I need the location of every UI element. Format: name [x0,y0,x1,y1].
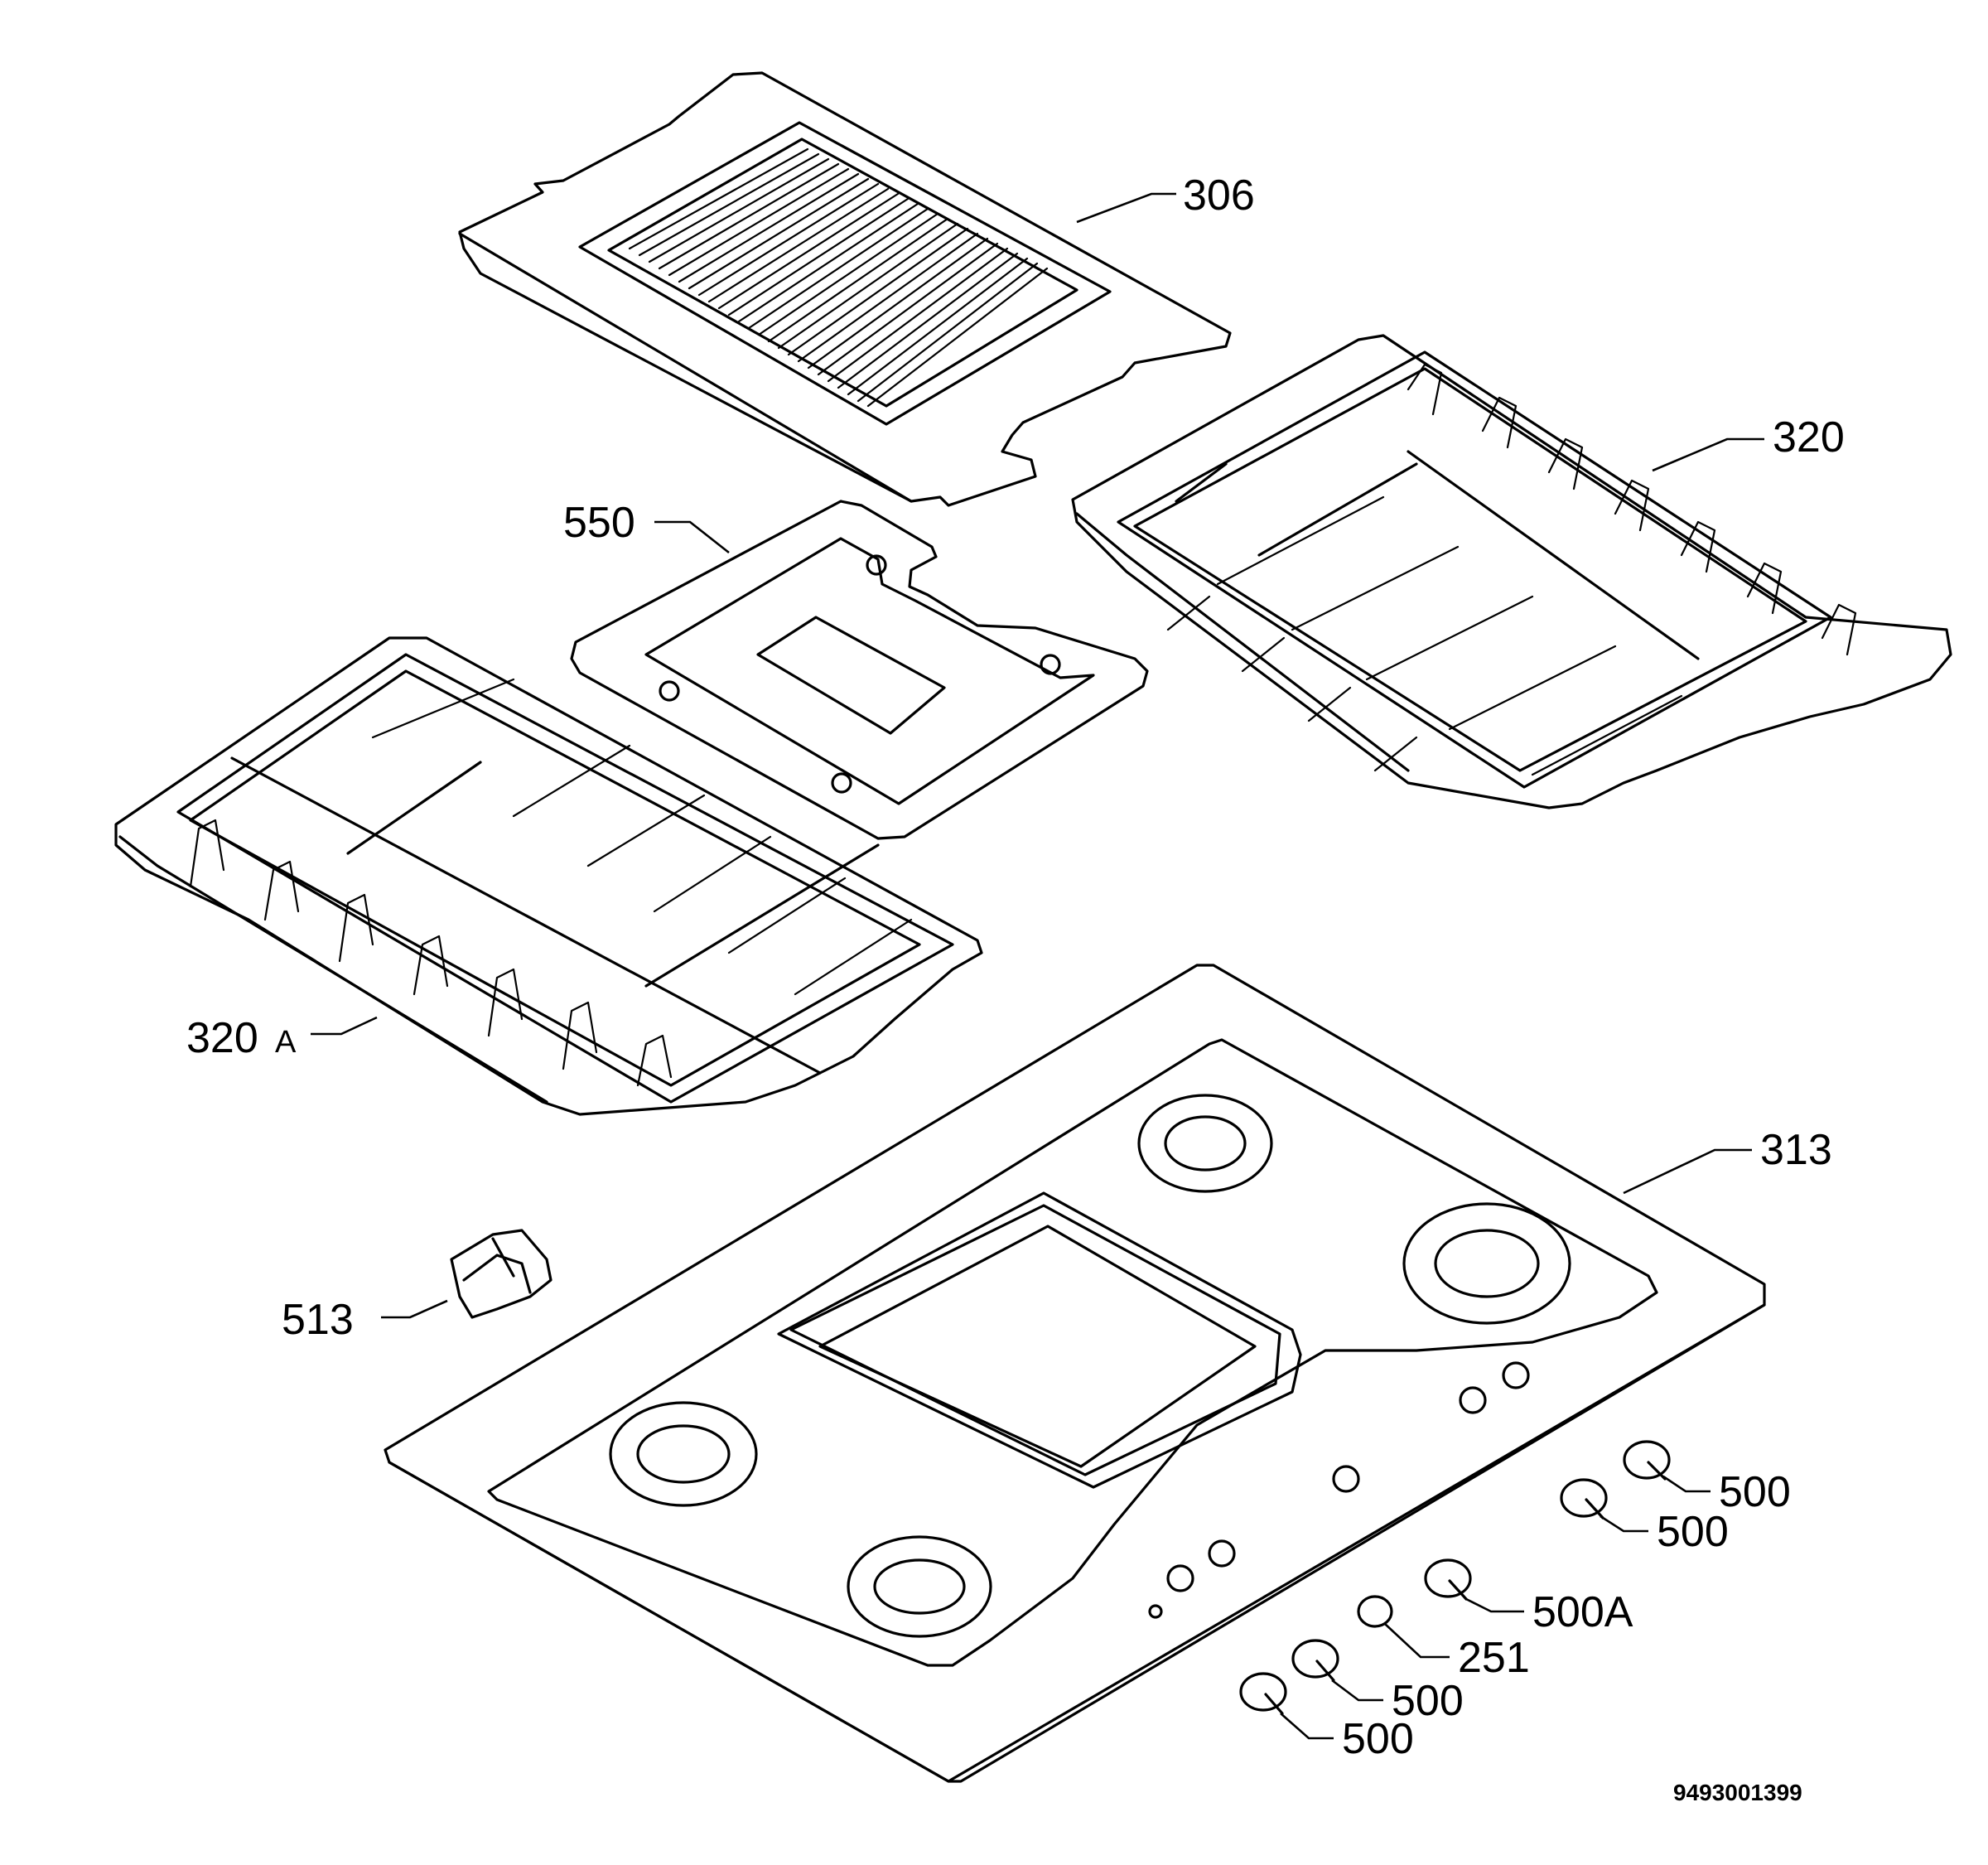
drawing-code: 9493001399 [1673,1780,1802,1805]
label-306: 306 [1183,172,1255,220]
control-knobs [1239,1440,1671,1715]
leader-lines [311,192,1764,1740]
part-550-gasket [570,500,1149,840]
part-320a-pan-support-left [114,636,983,1116]
label-320: 320 [1773,413,1845,461]
label-550: 550 [563,499,635,547]
part-306-grill-plate [458,71,1232,507]
part-513-clip [450,1229,552,1319]
grill-ridges [628,147,1049,408]
label-320a-suffix: A [275,1025,297,1060]
label-500a: 500A [1532,1588,1633,1636]
part-320-pan-support-right [1071,334,1952,809]
label-500-b: 500 [1657,1508,1729,1556]
part-313-hob-top [384,964,1766,1783]
label-313: 313 [1760,1126,1832,1174]
label-500-d: 500 [1342,1715,1414,1763]
label-251: 251 [1458,1634,1530,1682]
label-500-c: 500 [1392,1677,1464,1725]
label-513: 513 [282,1296,354,1344]
label-320a-number: 320 [186,1014,258,1062]
part-labels: 306 320 550 320 A 313 513 500 500 500A 2… [186,172,1845,1805]
label-500-a: 500 [1719,1468,1791,1516]
